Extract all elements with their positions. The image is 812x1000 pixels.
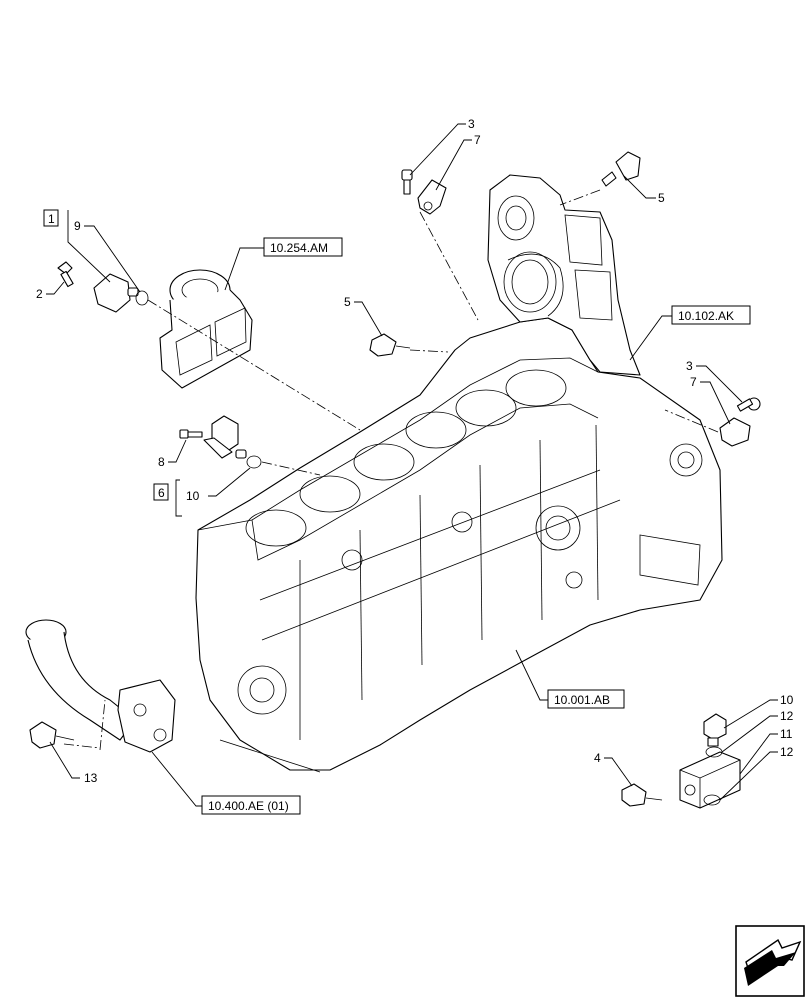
sensor-5-top [601,151,641,187]
callout-3-top: 3 [468,117,475,131]
cylinder-bores [245,369,567,547]
screw-2 [57,261,74,288]
ref-box-10400ae[interactable]: 10.400.AE (01) [201,795,301,815]
screw-3-top [401,169,413,195]
callout-2: 2 [36,287,43,301]
kit-box-1: 1 [43,209,59,227]
kit-label-6: 6 [158,486,165,500]
screw-3-right [736,397,761,412]
engine-block [195,174,723,773]
callout-10-right: 10 [780,693,794,707]
callout-12-lower: 12 [780,745,794,759]
callout-10-left: 10 [186,489,200,503]
callout-7-top: 7 [474,133,481,147]
callout-9: 9 [74,219,81,233]
ref-label-10400ae[interactable]: 10.400.AE (01) [208,799,289,813]
callout-5-top: 5 [658,191,665,205]
assembly-lines [63,189,719,751]
outlet-pipe-10400 [25,619,176,753]
temperature-sensor-13 [29,721,75,749]
ref-label-10254am[interactable]: 10.254.AM [270,241,328,255]
callouts: 3 7 5 9 2 5 3 7 8 10 13 10 12 11 12 4 [36,117,794,785]
callout-8: 8 [158,455,165,469]
kit-label-1: 1 [48,212,55,226]
callout-7-right: 7 [690,375,697,389]
callout-4: 4 [594,751,601,765]
speed-sensor-7-right [719,417,751,447]
speed-sensor-7-top [417,179,447,215]
temperature-sensor-4 [621,783,663,807]
callout-3-right: 3 [686,359,693,373]
pressure-sensor-9 [93,273,149,313]
sensor-5-mid [369,333,411,357]
ref-box-10254am[interactable]: 10.254.AM [263,237,343,257]
ref-box-10001ab[interactable]: 10.001.AB [547,689,625,709]
elbow-housing-10254 [159,269,253,389]
callout-12-upper: 12 [780,709,794,723]
callout-11: 11 [780,727,793,741]
adapter-block-11 [679,751,741,809]
callout-13: 13 [84,771,98,785]
ref-label-10001ab[interactable]: 10.001.AB [554,693,610,707]
arrow-nav-icon[interactable] [735,925,805,997]
ref-box-10102ak[interactable]: 10.102.AK [671,305,751,325]
bolt-10-right [703,713,727,747]
callout-5-mid: 5 [344,295,351,309]
ref-label-10102ak[interactable]: 10.102.AK [678,309,734,323]
leader-lines [46,123,778,807]
kit-box-6: 6 [153,483,169,501]
pressure-sensor-6-kit [203,415,262,469]
screw-8 [179,429,203,439]
